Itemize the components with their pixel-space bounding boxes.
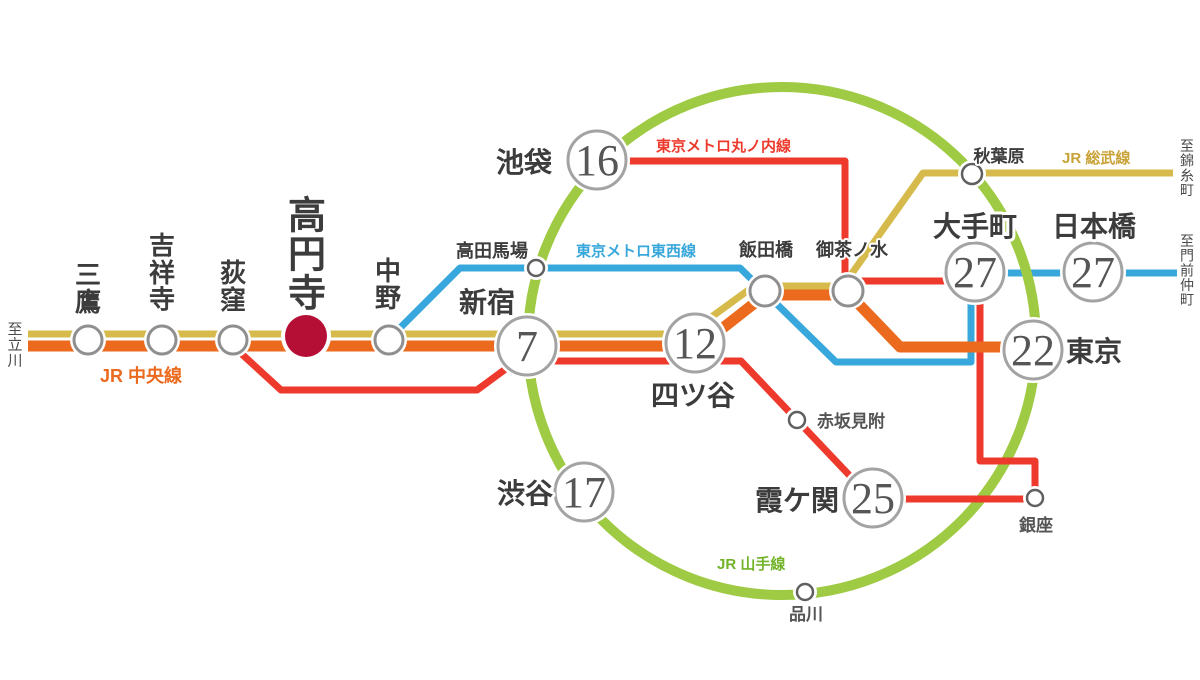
station-marker-nakano bbox=[373, 324, 405, 356]
station-label-ogikubo: 荻窪 bbox=[220, 259, 246, 315]
station-label-koenji: 高円寺 bbox=[288, 195, 326, 315]
station-label-iidabashi: 飯田橋 bbox=[738, 239, 794, 260]
station-label-akihabara: 秋葉原 bbox=[974, 146, 1025, 166]
station-marker-tokyo bbox=[1002, 319, 1064, 381]
station-label-ochanomizu: 御茶ノ水 bbox=[815, 239, 889, 260]
station-marker-kasumigaseki bbox=[842, 467, 904, 529]
station-label-otemachi: 大手町 bbox=[933, 211, 1017, 243]
station-label-nihombashi: 日本橋 bbox=[1052, 211, 1137, 243]
travel-time-tokyo: 22 bbox=[1011, 326, 1055, 375]
station-label-kichijoji: 吉祥寺 bbox=[149, 232, 175, 315]
station-marker-kichijoji bbox=[146, 324, 178, 356]
station-marker-mitaka bbox=[72, 324, 104, 356]
station-label-mitaka: 三鷹 bbox=[75, 261, 101, 317]
travel-time-yotsuya: 12 bbox=[673, 319, 717, 368]
direction-label-to-kinshicho: 至錦糸町 bbox=[1180, 140, 1194, 199]
line-label-marunouchi: 東京メトロ丸ノ内線 bbox=[656, 137, 791, 155]
travel-time-ikebukuro: 16 bbox=[575, 136, 619, 185]
station-marker-shibuya bbox=[553, 461, 615, 523]
station-label-ikebukuro: 池袋 bbox=[496, 147, 553, 179]
station-label-tokyo: 東京 bbox=[1066, 335, 1122, 368]
station-marker-iidabashi bbox=[748, 274, 782, 308]
travel-time-otemachi: 27 bbox=[953, 248, 997, 297]
station-marker-yotsuya bbox=[664, 312, 726, 374]
station-label-shinagawa: 品川 bbox=[789, 605, 823, 624]
station-label-kasumigaseki: 霞ケ関 bbox=[755, 486, 839, 517]
station-marker-shinagawa bbox=[795, 582, 815, 602]
station-marker-ochanomizu bbox=[831, 274, 865, 308]
travel-time-nihombashi: 27 bbox=[1071, 248, 1115, 297]
station-marker-ikebukuro bbox=[566, 129, 628, 191]
station-marker-akasaka-mitsuke bbox=[787, 410, 807, 430]
station-marker-ginza bbox=[1025, 488, 1045, 508]
line-label-tozai: 東京メトロ東西線 bbox=[576, 242, 696, 260]
station-label-akasaka-mitsuke: 赤坂見附 bbox=[817, 411, 885, 431]
station-marker-koenji bbox=[285, 315, 327, 357]
station-label-nakano: 中野 bbox=[375, 257, 401, 313]
travel-time-shinjuku: 7 bbox=[516, 322, 538, 371]
station-label-takadanobaba: 高田馬場 bbox=[456, 240, 528, 261]
station-marker-akihabara bbox=[960, 162, 984, 186]
station-marker-ogikubo bbox=[217, 324, 249, 356]
station-marker-otemachi bbox=[944, 241, 1006, 303]
line-label-sobu: JR 総武線 bbox=[1062, 149, 1130, 167]
station-label-shinjuku: 新宿 bbox=[459, 286, 515, 319]
line-marunouchi bbox=[230, 157, 1039, 503]
station-label-shibuya: 渋谷 bbox=[497, 478, 554, 510]
line-label-chuo: JR 中央線 bbox=[100, 365, 182, 386]
direction-label-to-tachikawa: 至立川 bbox=[7, 322, 22, 370]
station-marker-shinjuku bbox=[496, 315, 558, 377]
travel-time-shibuya: 17 bbox=[562, 468, 606, 517]
station-label-ginza: 銀座 bbox=[1019, 515, 1053, 535]
station-marker-nihombashi bbox=[1062, 241, 1124, 303]
line-label-yamanote: JR 山手線 bbox=[717, 555, 785, 573]
direction-label-to-monzen-nakacho: 至門前仲町 bbox=[1180, 235, 1194, 309]
line-chuo bbox=[28, 289, 1008, 353]
station-label-yotsuya: 四ツ谷 bbox=[651, 380, 736, 412]
station-marker-takadanobaba bbox=[526, 258, 546, 278]
travel-time-kasumigaseki: 25 bbox=[851, 474, 895, 523]
